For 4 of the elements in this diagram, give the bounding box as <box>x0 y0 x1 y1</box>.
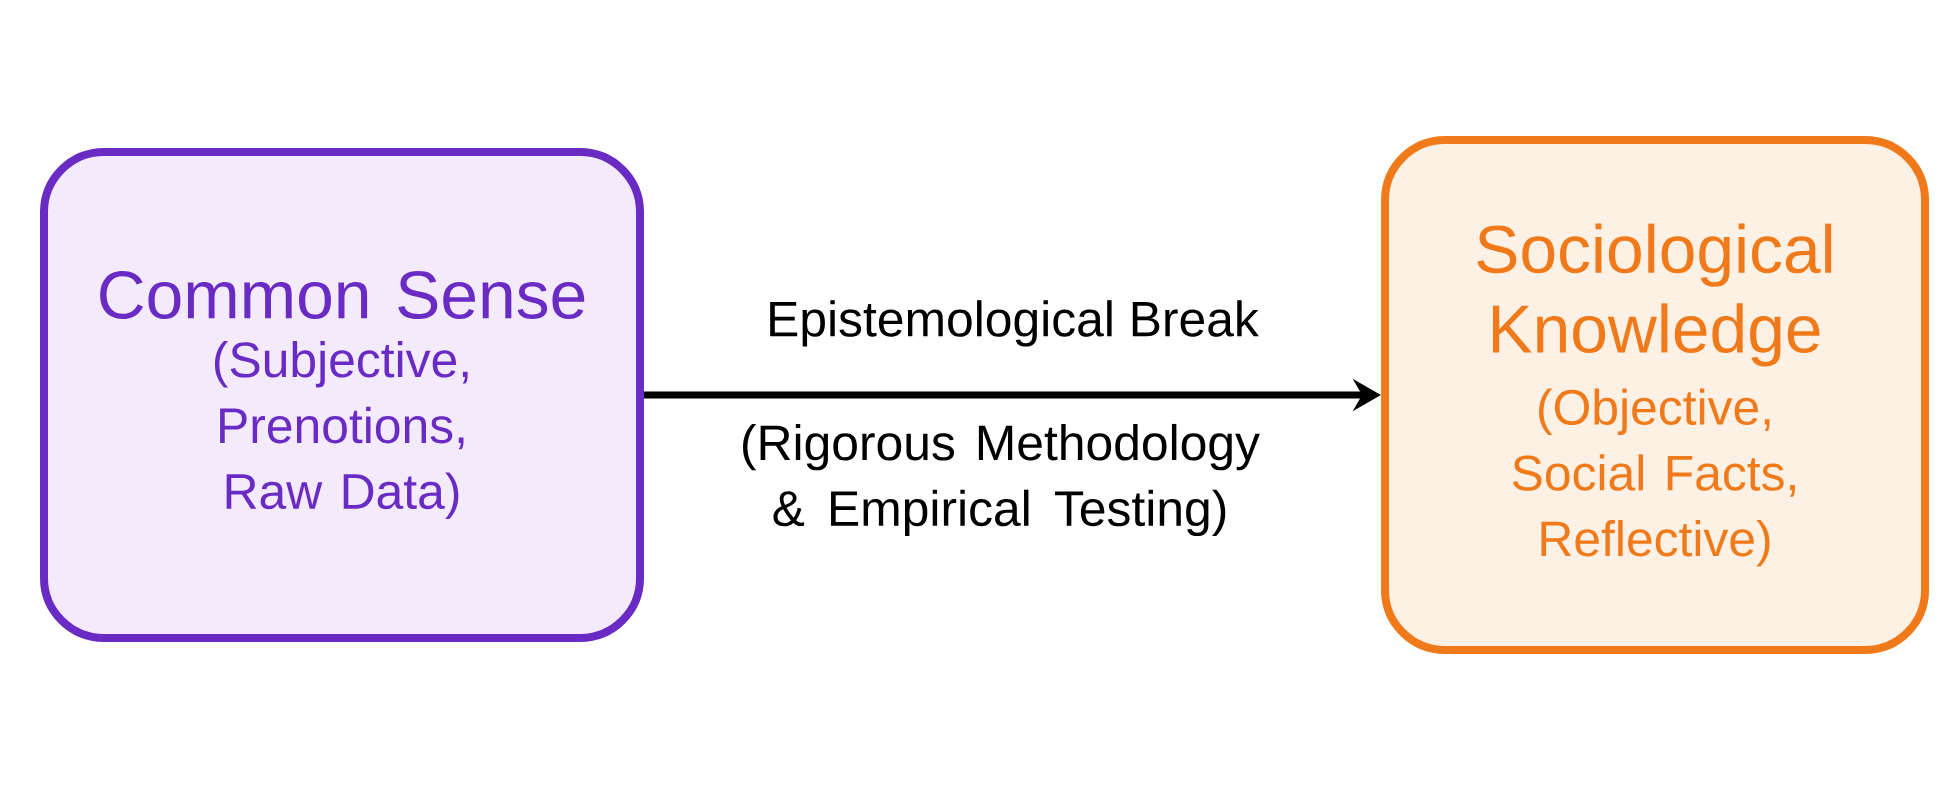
process-box: Sociological Knowledge (Objective, Social Facts, Reflective) <box>1381 136 1930 654</box>
note-text: (Rigorous Methodology & Empirical Testing) <box>743 423 1260 537</box>
process-box: Common Sense (Subjective, Prenotions, Raw Data) <box>40 148 644 642</box>
edge-label: Epistemological Break <box>762 296 1263 351</box>
